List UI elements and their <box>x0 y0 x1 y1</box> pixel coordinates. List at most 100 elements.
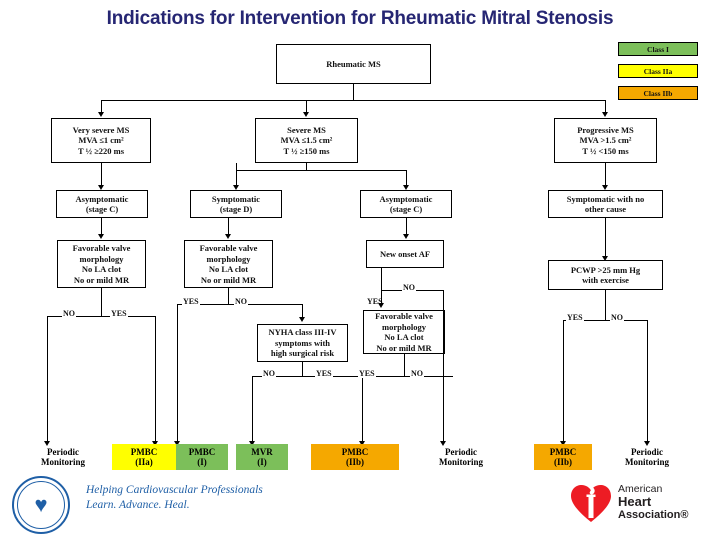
outcome-line: PMBC <box>130 446 158 457</box>
edge-label-yes: YES <box>358 369 376 378</box>
edge-label-no: NO <box>62 309 76 318</box>
node-line: Symptomatic <box>211 193 261 204</box>
legend-chip-class-iib: Class IIb <box>618 86 698 100</box>
aha-line-association: Association® <box>618 508 689 521</box>
legend-label: Class IIa <box>643 66 673 76</box>
arrowhead <box>224 234 231 239</box>
arrowhead <box>302 112 309 117</box>
connector <box>404 354 405 376</box>
connector <box>101 218 102 236</box>
acc-tagline: Helping Cardiovascular Professionals Lea… <box>86 483 336 513</box>
node-line: Favorable valve <box>375 311 433 321</box>
arrowhead <box>97 185 104 190</box>
node-line: T ½ ≥220 ms <box>77 145 125 156</box>
connector <box>236 163 237 187</box>
edge-label-yes: YES <box>315 369 333 378</box>
arrowhead <box>298 317 305 322</box>
outcome-pmbc-iib-1: PMBC (IIb) <box>311 444 399 470</box>
acc-logo: ♥ <box>12 476 70 534</box>
node-line: No LA clot <box>81 264 122 274</box>
node-line: Asymptomatic <box>75 193 129 204</box>
arrowhead <box>97 112 104 117</box>
node-line: morphology <box>79 253 124 264</box>
outcome-pmbc-i: PMBC (I) <box>176 444 228 470</box>
connector <box>101 100 605 101</box>
acc-tagline-line1: Helping Cardiovascular Professionals <box>86 484 263 496</box>
node-line: MVA ≤1.5 cm² <box>280 135 333 146</box>
outcome-pmbc-iia: PMBC (IIa) <box>112 444 176 470</box>
connector <box>252 376 253 443</box>
node-severe-ms: Severe MS MVA ≤1.5 cm² T ½ ≥150 ms <box>255 118 358 163</box>
node-new-onset-af: New onset AF <box>366 240 444 268</box>
connector <box>101 100 102 114</box>
outcome-line: Monitoring <box>439 457 483 467</box>
connector <box>605 290 606 320</box>
connector <box>605 218 606 258</box>
node-line: Progressive MS <box>577 124 634 135</box>
node-line: (stage C) <box>85 204 119 214</box>
acc-heart-icon: ♥ <box>34 492 48 517</box>
connector <box>306 163 307 170</box>
node-line: No LA clot <box>208 264 249 274</box>
connector <box>362 376 363 443</box>
connector <box>236 170 406 171</box>
aha-wordmark: American Heart Association® <box>618 483 688 522</box>
node-favorable-valve-left: Favorable valve morphology No LA clot No… <box>57 240 146 288</box>
outcome-periodic-monitoring-2: Periodic Monitoring <box>428 444 494 470</box>
connector <box>563 320 647 321</box>
node-rheumatic-ms: Rheumatic MS <box>276 44 431 84</box>
outcome-line: Monitoring <box>625 457 669 467</box>
node-asymptomatic-stage-c-left: Asymptomatic (stage C) <box>56 190 148 218</box>
outcome-line: PMBC <box>341 446 369 457</box>
node-line: Very severe MS <box>72 124 130 135</box>
outcome-line: (I) <box>197 457 207 467</box>
node-line: high surgical risk <box>270 348 335 359</box>
edge-label-no: NO <box>610 313 624 322</box>
arrowhead <box>377 303 384 308</box>
edge-label-no: NO <box>234 297 248 306</box>
aha-logo: American Heart Association® <box>570 482 710 528</box>
node-line: NYHA class III-IV <box>268 327 337 338</box>
outcome-pmbc-iib-2: PMBC (IIb) <box>534 444 592 470</box>
arrowhead <box>601 185 608 190</box>
node-line: No LA clot <box>384 332 424 342</box>
node-line: (stage D) <box>219 204 253 214</box>
node-line: PCWP >25 mm Hg <box>570 264 641 275</box>
connector <box>101 163 102 187</box>
aha-heart-torch-icon <box>571 485 611 522</box>
connector <box>177 304 178 443</box>
outcome-periodic-monitoring-3: Periodic Monitoring <box>614 444 680 470</box>
arrowhead <box>643 441 650 446</box>
connector <box>47 316 48 443</box>
edge-label-yes: YES <box>110 309 128 318</box>
connector <box>406 218 407 236</box>
legend-chip-class-i: Class I <box>618 42 698 56</box>
page-title: Indications for Intervention for Rheumat… <box>106 8 614 29</box>
legend-label: Class I <box>647 44 669 54</box>
connector <box>101 288 102 316</box>
arrowhead <box>358 441 365 446</box>
node-line: morphology <box>206 253 251 264</box>
outcome-line: Periodic <box>47 446 79 457</box>
outcome-line: Monitoring <box>41 457 85 467</box>
arrowhead <box>402 234 409 239</box>
connector <box>443 290 444 443</box>
outcome-line: (IIb) <box>553 457 572 467</box>
node-line: Favorable valve <box>72 243 131 253</box>
connector <box>302 362 303 376</box>
edge-label-yes: YES <box>366 297 384 306</box>
node-line: No or mild MR <box>73 274 130 285</box>
connector <box>647 320 648 443</box>
arrowhead <box>232 185 239 190</box>
connector <box>563 320 564 443</box>
connector <box>155 316 156 443</box>
node-line: with exercise <box>582 275 629 285</box>
connector <box>381 290 382 305</box>
connector <box>605 100 606 114</box>
outcome-line: MVR <box>251 446 273 457</box>
arrowhead <box>439 441 446 446</box>
outcome-line: (IIa) <box>135 457 153 467</box>
node-progressive-ms: Progressive MS MVA >1.5 cm² T ½ <150 ms <box>554 118 657 163</box>
edge-label-yes: YES <box>182 297 200 306</box>
node-line: symptoms with <box>274 337 331 348</box>
